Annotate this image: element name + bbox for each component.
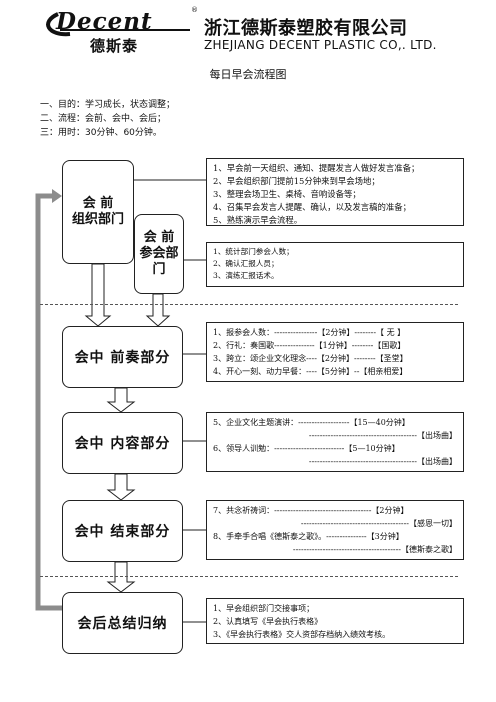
feedback-arrow — [35, 193, 62, 611]
intro-list: 一、目的：学习成长，状态调整； 二、流程：会前、会中、会后； 三：用时：30分钟… — [40, 98, 175, 140]
note-line: 2、认真填写《早会执行表格》 — [213, 617, 323, 626]
registered-mark: ® — [191, 6, 198, 14]
note-line: ----------------------------------------… — [292, 545, 457, 554]
stage-pre-org-line2: 组织部门 — [71, 212, 124, 227]
stage-summary: 会后总结归纳 — [62, 592, 183, 654]
intro-item: 一、目的：学习成长，状态调整； — [40, 100, 176, 110]
note-summary: 1、早会组织部门交接事项； 2、认真填写《早会执行表格》 3、《早会执行表格》交… — [206, 598, 464, 644]
stage-pre-participant: 会 前 参会部门 — [134, 214, 184, 294]
note-line: 3、跨立：颂企业文化理念----【2分钟】--------【圣堂】 — [213, 354, 408, 363]
note-line: 5、熟练演示早会流程。 — [213, 215, 303, 225]
intro-item: 二、流程：会前、会中、会后； — [40, 114, 167, 124]
note-pre-org: 1、早会前一天组织、通知、提醒发言人做好发言准备； 2、早会组织部门提前15分钟… — [206, 158, 464, 226]
company-name-en: ZHEJIANG DECENT PLASTIC CO,. LTD. — [204, 38, 437, 52]
arrow-down-3 — [106, 387, 136, 413]
stage-content: 会中 内容部分 — [62, 412, 183, 474]
note-line: 2、早会组织部门提前15分钟来到早会场地； — [213, 176, 380, 186]
stage-prelude: 会中 前奏部分 — [62, 326, 183, 388]
note-line: 6、领导人训勉：--------------------------【5—10分… — [213, 444, 400, 453]
logo-wordmark: Decent — [56, 8, 153, 35]
note-line: ----------------------------------------… — [308, 431, 457, 440]
section-divider — [40, 304, 458, 305]
note-line: 1、统计部门参会人数； — [213, 247, 294, 256]
arrow-down-1 — [84, 263, 112, 327]
stage-pre-org-line1: 会 前 — [82, 196, 114, 211]
note-line: 1、早会组织部门交接事项； — [213, 604, 315, 613]
note-line: 4、召集早会发言人提醒、确认，以及发言稿的准备； — [213, 202, 411, 212]
arrow-down-2 — [145, 293, 171, 327]
note-closing: 7、共念祈祷词：--------------------------------… — [206, 500, 464, 560]
note-line: 1、早会前一天组织、通知、提醒发言人做好发言准备； — [213, 163, 420, 173]
arrow-down-4 — [106, 473, 136, 501]
note-line: 3、演练汇报话术。 — [213, 271, 279, 280]
note-line: 3、《早会执行表格》交人资部存档纳入绩效考核。 — [213, 630, 391, 639]
feedback-arrowhead — [52, 189, 62, 203]
note-line: ----------------------------------------… — [300, 519, 457, 528]
note-prelude: 1、报参会人数：----------------【2分钟】--------【 无… — [206, 322, 464, 382]
note-line: 5、企业文化主题演讲：-------------------【15—40分钟】 — [213, 418, 410, 427]
stage-closing: 会中 结束部分 — [62, 500, 183, 562]
stage-pre-org: 会 前 组织部门 — [62, 160, 134, 264]
note-line: 8、手牵手合唱《德斯泰之歌》。---------------【3分钟】 — [213, 532, 404, 541]
note-pre-participant: 1、统计部门参会人数； 2、确认汇报人员； 3、演练汇报话术。 — [206, 242, 464, 287]
note-line: 4、开心一刻、动力早餐：----【5分钟】--【相亲相爱】 — [213, 367, 408, 376]
note-line: 2、行礼：奏国歌---------------【1分钟】--------【国歌】 — [213, 341, 406, 350]
note-line: 3、整理会场卫生、桌椅、音响设备等； — [213, 189, 361, 199]
note-line: ----------------------------------------… — [308, 457, 457, 466]
arrow-down-5 — [106, 561, 136, 593]
note-line: 2、确认汇报人员； — [213, 259, 279, 268]
note-line: 1、报参会人数：----------------【2分钟】--------【 无… — [213, 328, 406, 337]
stage-pre-participant-line2: 参会部门 — [139, 246, 179, 277]
stage-pre-participant-line1: 会 前 — [143, 230, 175, 245]
note-content: 5、企业文化主题演讲：-------------------【15—40分钟】 … — [206, 412, 464, 472]
company-name-cn: 浙江德斯泰塑胶有限公司 — [204, 18, 408, 39]
intro-item: 三：用时：30分钟、60分钟。 — [40, 128, 162, 138]
logo-chinese-name: 德斯泰 — [90, 37, 139, 55]
section-divider — [40, 576, 458, 577]
page-title: 每日早会流程图 — [209, 68, 287, 81]
note-line: 7、共念祈祷词：--------------------------------… — [213, 506, 409, 515]
